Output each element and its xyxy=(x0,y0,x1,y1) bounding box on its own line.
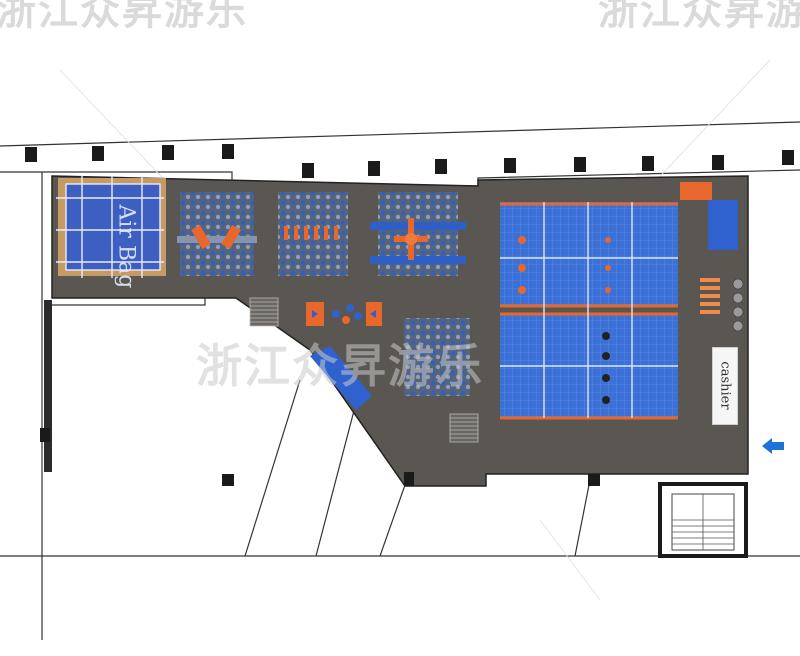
stairs-icon xyxy=(249,297,479,443)
building-columns xyxy=(25,144,794,486)
left-wall-strip xyxy=(44,300,52,472)
cashier-label: cashier xyxy=(717,361,733,410)
game-area xyxy=(306,302,382,326)
watermark-center: 浙江众昇游乐 xyxy=(196,339,484,393)
airbag-label: Air Bag xyxy=(113,204,139,289)
trampoline-zone xyxy=(500,202,678,420)
foam-pit-zone-4 xyxy=(404,318,470,396)
watermark-top-left: 浙江众昇游乐 xyxy=(0,0,248,34)
watermark-top-right: 浙江众昇游乐 xyxy=(598,0,800,34)
slide xyxy=(310,346,372,410)
airbag-zone xyxy=(56,176,166,278)
stairwell xyxy=(658,482,748,558)
entrance-arrow-icon xyxy=(762,438,784,454)
foam-pit-zone-3 xyxy=(370,192,466,276)
climbing-zone xyxy=(680,182,744,332)
cashier-counter: cashier xyxy=(712,347,738,425)
foam-pit-zone-1 xyxy=(177,192,257,276)
foam-pit-zone-2 xyxy=(278,192,348,276)
